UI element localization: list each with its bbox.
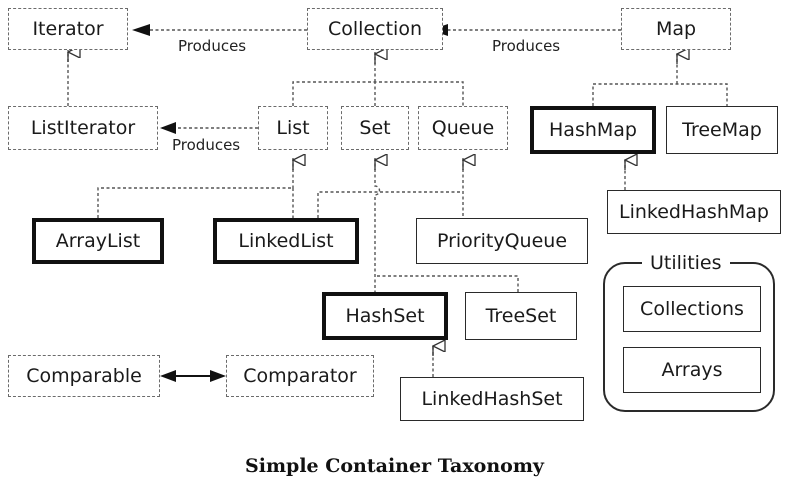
set-label: Set [359,117,391,139]
priorityqueue-label: PriorityQueue [436,230,568,252]
list-label: List [276,117,310,139]
treemap-label: TreeMap [682,119,762,141]
listiterator-node: ListIterator [8,106,158,150]
arrays-node: Arrays [623,347,761,393]
arrowhead-iterator [132,24,150,36]
linkedhashmap-label: LinkedHashMap [619,201,769,223]
arraylist-label: ArrayList [55,230,141,252]
inherit-hashset-set [374,158,381,292]
treeset-label: TreeSet [485,305,557,327]
inherit-treeset-set [375,275,519,292]
hashmap-label: HashMap [549,119,637,141]
arrays-label: Arrays [661,359,723,381]
linkedlist-node: LinkedList [213,218,359,264]
comparable-label: Comparable [26,365,142,387]
arraylist-node: ArrayList [32,218,164,264]
comparator-node: Comparator [226,355,374,397]
produces-label-collection-iterator: Produces [178,37,247,55]
linkedlist-label: LinkedList [238,230,334,252]
utilities-title: Utilities [642,252,730,274]
arrowhead-listiterator [160,122,176,134]
hashmap-node: HashMap [530,106,656,154]
inherit-lists-list [97,158,294,218]
map-node: Map [621,8,731,50]
comparator-label: Comparator [243,365,357,387]
iterator-node: Iterator [8,8,128,50]
hashset-node: HashSet [322,292,448,340]
linkedhashmap-node: LinkedHashMap [607,190,781,234]
queue-node: Queue [418,106,508,150]
linkedhashset-node: LinkedHashSet [400,377,584,421]
collection-label: Collection [328,18,422,40]
treeset-node: TreeSet [465,292,577,340]
inherit-linkedlist-queue [317,191,463,218]
produces-label-map-collection: Produces [492,37,561,55]
priorityqueue-node: PriorityQueue [416,218,588,264]
arrowhead-comparator [210,370,226,382]
listiterator-label: ListIterator [30,117,136,139]
inherit-subs-collection [292,52,464,106]
collection-node: Collection [307,8,443,50]
diagram-caption: Simple Container Taxonomy [245,455,544,477]
set-node: Set [341,106,409,150]
arrowhead-comparable [160,370,176,382]
comparable-node: Comparable [8,355,160,397]
iterator-label: Iterator [32,18,104,40]
produces-label-list-listiterator: Produces [172,136,241,154]
hashset-label: HashSet [345,305,425,327]
linkedhashset-label: LinkedHashSet [421,388,563,410]
list-node: List [258,106,328,150]
treemap-node: TreeMap [666,106,778,154]
queue-label: Queue [431,117,495,139]
collections-node: Collections [623,286,761,332]
map-label: Map [655,18,697,40]
inherit-maps-map [592,52,728,106]
collections-label: Collections [640,298,744,320]
